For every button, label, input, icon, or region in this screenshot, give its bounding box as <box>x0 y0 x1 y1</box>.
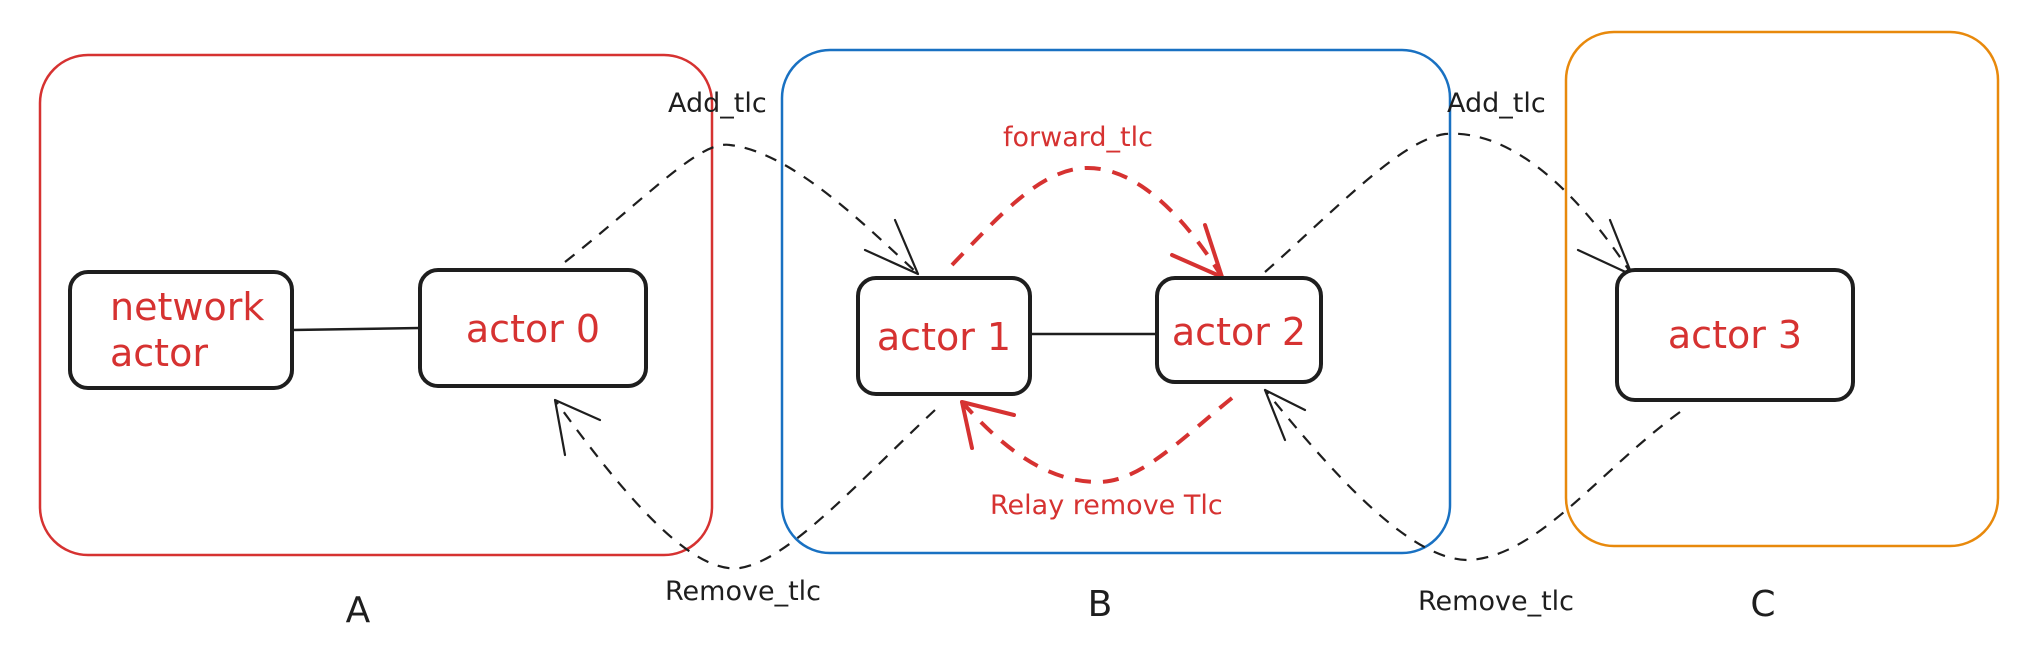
forward-tlc-label: forward_tlc <box>1003 122 1153 153</box>
actor2-box <box>1155 276 1323 384</box>
remove-tlc-1-label: Remove_tlc <box>665 576 821 607</box>
actor3-label: actor 3 <box>1668 313 1802 357</box>
group-b-box <box>780 48 1452 555</box>
arrowhead-remove-tlc-2 <box>1263 388 1307 442</box>
add-tlc-1-label: Add_tlc <box>668 88 767 119</box>
actor1-label: actor 1 <box>877 315 1011 359</box>
relay-remove-tlc-label: Relay remove Tlc <box>990 490 1223 521</box>
actor2-label: actor 2 <box>1172 310 1306 354</box>
link-network-actor0 <box>291 326 421 332</box>
network-actor-label-line2: actor <box>110 331 208 375</box>
network-actor-box <box>68 270 294 390</box>
actor0-box <box>418 268 648 388</box>
group-a-box <box>38 53 714 557</box>
group-b-label: B <box>1088 584 1113 625</box>
group-c-label: C <box>1750 584 1775 625</box>
arrowhead-remove-tlc-1 <box>553 398 602 457</box>
group-c-box <box>1564 30 2000 548</box>
arrowhead-forward-tlc <box>1170 223 1224 279</box>
edge-remove-tlc-2 <box>1264 389 1681 562</box>
edge-forward-tlc <box>950 165 1224 279</box>
arrowhead-add-tlc-1 <box>863 218 920 276</box>
actor0-label: actor 0 <box>466 307 600 351</box>
network-actor-label-line1: network <box>110 285 264 329</box>
add-tlc-2-label: Add_tlc <box>1447 88 1546 119</box>
edge-add-tlc-1 <box>564 143 919 275</box>
edge-remove-tlc-1 <box>554 399 936 570</box>
arrowhead-add-tlc-2 <box>1576 218 1634 277</box>
edge-relay-remove-tlc <box>960 396 1234 485</box>
group-a-label: A <box>346 590 371 631</box>
actor1-box <box>856 276 1032 396</box>
remove-tlc-2-label: Remove_tlc <box>1418 586 1574 617</box>
arrowhead-relay-remove-tlc <box>960 400 1016 450</box>
actor3-box <box>1615 268 1855 402</box>
edge-add-tlc-2 <box>1264 132 1633 276</box>
